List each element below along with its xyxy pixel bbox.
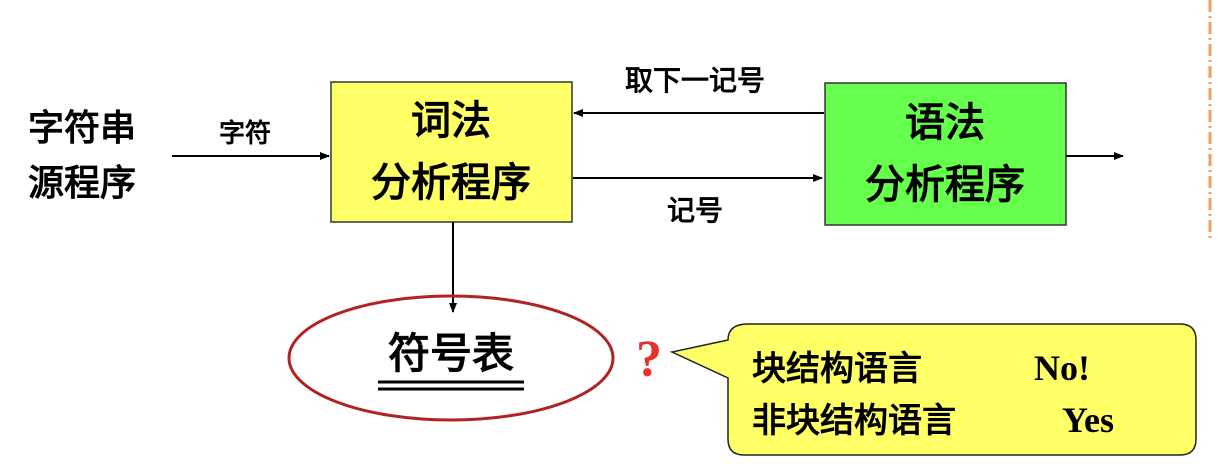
lexer-label-line1: 词法 <box>411 97 491 144</box>
lexer-box <box>330 81 573 223</box>
lexer-label-line2: 分析程序 <box>371 159 531 206</box>
symbol-table-ellipse <box>287 294 615 422</box>
char-label: 字符 <box>219 118 271 149</box>
request-token-label: 取下一记号 <box>625 64 765 97</box>
source-label-line1: 字符串 <box>28 107 136 149</box>
callout-row1-answer: No! <box>1034 348 1090 388</box>
parser-box <box>824 82 1067 226</box>
token-label: 记号 <box>667 194 723 227</box>
callout-bubble <box>669 323 1197 456</box>
callout-row2-answer: Yes <box>1062 400 1114 440</box>
parser-label-line2: 分析程序 <box>865 161 1025 208</box>
source-label-line2: 源程序 <box>28 162 136 204</box>
parser-label-line1: 语法 <box>905 99 985 146</box>
callout-row1-text: 块结构语言 <box>752 349 922 389</box>
question-mark: ? <box>636 331 662 388</box>
symbol-table-label: 符号表 <box>388 329 514 378</box>
callout-row2-text: 非块结构语言 <box>752 401 956 441</box>
